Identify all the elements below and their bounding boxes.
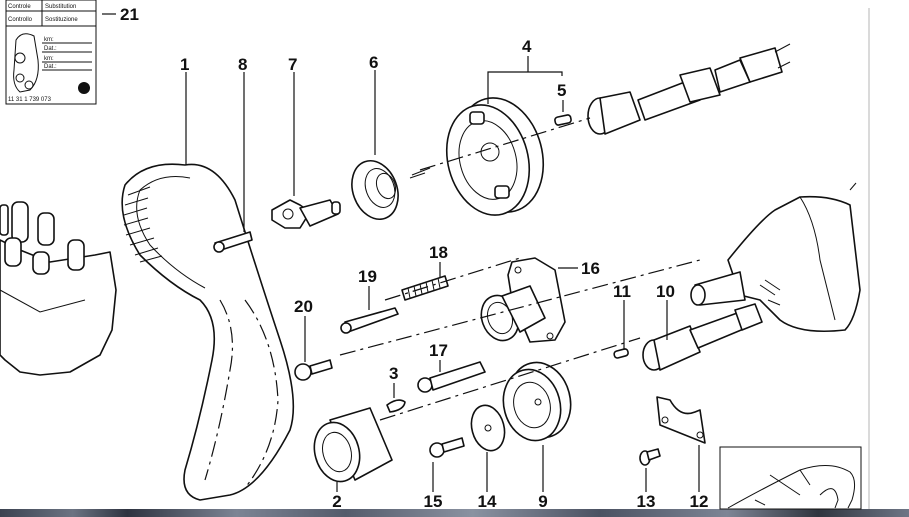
woodruff-key-3 bbox=[386, 399, 406, 413]
callout-8: 8 bbox=[238, 55, 247, 74]
screw-13 bbox=[639, 448, 661, 466]
plate-12 bbox=[656, 396, 706, 444]
service-label-box: Controle Substitution Controllo Sostituz… bbox=[5, 0, 97, 105]
callout-2: 2 bbox=[332, 492, 341, 511]
timing-belt bbox=[121, 163, 295, 501]
crank-sprocket-2 bbox=[313, 407, 393, 483]
field-km-2: km: bbox=[44, 56, 54, 62]
callout-18: 18 bbox=[429, 243, 448, 262]
callout-13: 13 bbox=[637, 492, 656, 511]
callout-4: 4 bbox=[522, 37, 532, 56]
callout-7: 7 bbox=[288, 55, 297, 74]
callout-5: 5 bbox=[557, 81, 566, 100]
dowel-pin-11 bbox=[613, 348, 629, 359]
camshaft bbox=[587, 43, 791, 135]
guide-pin-19 bbox=[340, 307, 399, 334]
callout-11: 11 bbox=[613, 282, 631, 301]
label-row1-a: Controle bbox=[8, 4, 31, 10]
brand-logo-icon bbox=[78, 82, 90, 94]
desktop-background-strip bbox=[0, 509, 909, 517]
label-row1-b: Substitution bbox=[45, 4, 76, 10]
field-km-1: km: bbox=[44, 37, 54, 43]
intermediate-sprocket-9 bbox=[502, 361, 572, 442]
tensioner-bracket-16 bbox=[480, 257, 566, 343]
callout-3: 3 bbox=[389, 364, 398, 383]
callout-19: 19 bbox=[358, 267, 377, 286]
camshaft-sprocket-4 bbox=[409, 97, 545, 216]
leader-lines bbox=[185, 56, 700, 492]
callout-16: 16 bbox=[581, 259, 600, 278]
callout-17: 17 bbox=[429, 341, 448, 360]
label-row2-a: Controllo bbox=[8, 17, 33, 23]
callout-6: 6 bbox=[369, 53, 378, 72]
field-date-1: Dat.: bbox=[44, 46, 57, 52]
distributor-cap bbox=[0, 201, 117, 376]
field-date-2: Dat.: bbox=[44, 64, 57, 70]
callout-14: 14 bbox=[478, 492, 497, 511]
callout-15: 15 bbox=[424, 492, 443, 511]
hex-bolt-20 bbox=[294, 359, 333, 381]
callout-9: 9 bbox=[538, 492, 547, 511]
bolt-15 bbox=[429, 437, 465, 458]
crankshaft bbox=[690, 182, 861, 333]
dowel-pin-5 bbox=[554, 114, 572, 126]
callout-12: 12 bbox=[690, 492, 709, 511]
bolt-8 bbox=[213, 231, 253, 253]
callout-1: 1 bbox=[180, 55, 189, 74]
tensioner-piston-7 bbox=[271, 199, 341, 229]
idler-pulley-6 bbox=[351, 160, 431, 220]
intermediate-shaft-10 bbox=[642, 303, 763, 371]
callout-20: 20 bbox=[294, 297, 313, 316]
bolt-17 bbox=[417, 361, 486, 393]
washer-14 bbox=[470, 404, 506, 452]
callout-10: 10 bbox=[656, 282, 675, 301]
vehicle-thumbnail bbox=[719, 446, 862, 510]
label-row2-b: Sostituzione bbox=[45, 17, 78, 23]
label-part-number: 11 31 1 739 073 bbox=[8, 97, 52, 103]
callout-21: 21 bbox=[120, 5, 139, 24]
